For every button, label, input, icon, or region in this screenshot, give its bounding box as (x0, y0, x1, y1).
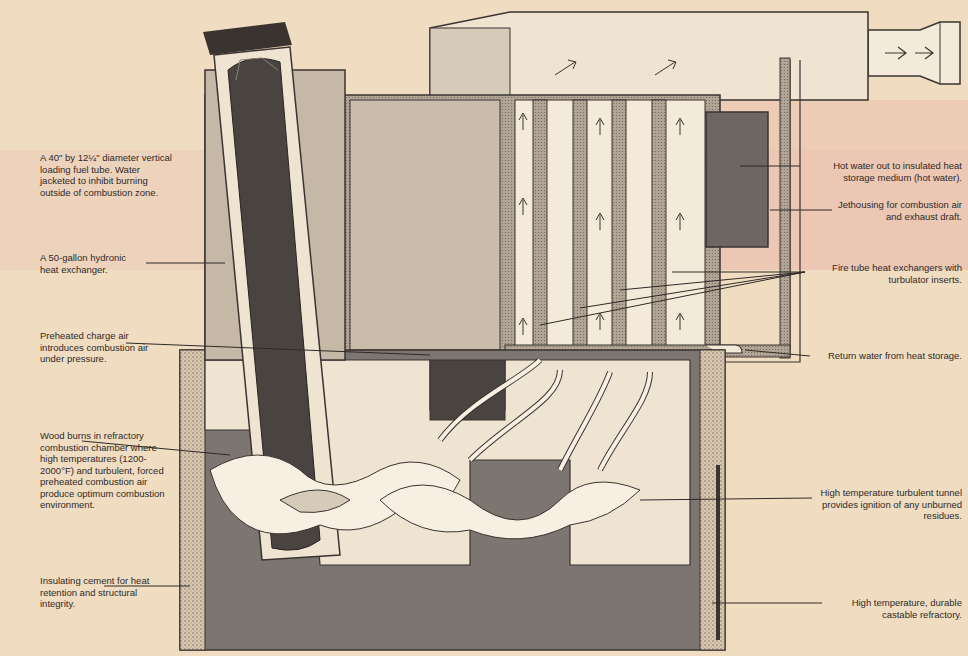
callout-label: Hot water out to insulated heat storage … (804, 160, 962, 183)
callout-label: Preheated charge air introduces combusti… (40, 330, 162, 365)
callout-label: Jethousing for combustion air and exhaus… (836, 199, 962, 222)
callout-label: Fire tube heat exchangers with turbulato… (808, 262, 962, 285)
callout-label: High temperature, durable castable refra… (826, 597, 962, 620)
callout-label: Wood burns in refractory combustion cham… (40, 430, 166, 511)
callout-label: Return water from heat storage. (814, 350, 962, 362)
callout-label: High temperature turbulent tunnel provid… (816, 487, 962, 522)
callout-label: Insulating cement for heat retention and… (40, 575, 162, 610)
callout-label: A 50-gallon hydronic heat exchanger. (40, 252, 144, 275)
callout-label: A 40" by 12¼" diameter vertical loading … (40, 152, 176, 198)
